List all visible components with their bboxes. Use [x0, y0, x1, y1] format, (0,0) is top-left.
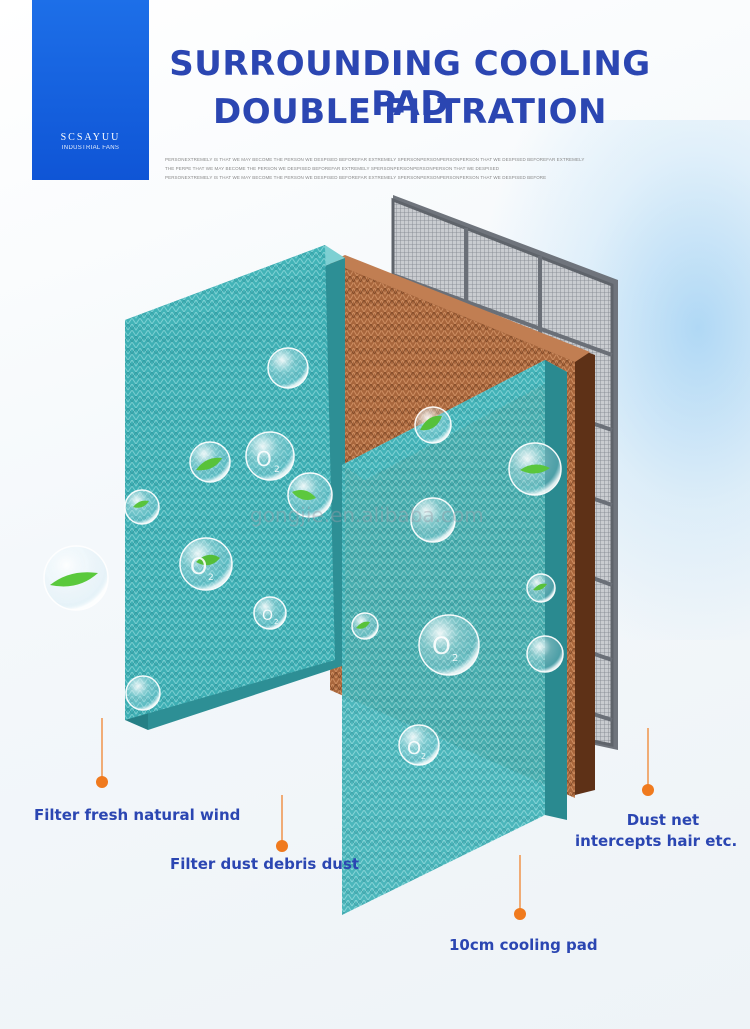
fine-print-line-1: PERSONEXTREMELY IS THAT WE MAY BECOME TH… — [165, 157, 585, 162]
label-dust-net: Dust net intercepts hair etc. — [575, 810, 737, 852]
callout-markers — [96, 718, 654, 920]
label-filter-dust-debris: Filter dust debris dust — [170, 855, 360, 873]
oxygen-subscript: 2 — [274, 618, 278, 626]
oxygen-subscript: 2 — [274, 465, 280, 475]
marker-cooling-pad — [514, 908, 526, 920]
green-leaves — [50, 415, 550, 629]
marker-dust-net — [642, 784, 654, 796]
label-cooling-pad: 10cm cooling pad — [449, 936, 598, 954]
fine-print-line-2: THE PERPE THAT WE MAY BECOME THE PERSON … — [165, 166, 500, 171]
oxygen-label: O — [407, 738, 421, 759]
fine-print-line-3: PERSONEXTREMELY IS THAT WE MAY BECOME TH… — [165, 175, 547, 180]
headline-line-2: DOUBLE FILTRATION — [212, 92, 608, 132]
oxygen-label: O — [432, 632, 451, 660]
marker-fresh-wind — [96, 776, 108, 788]
watermark-text: gongjie.en.alibaba.com — [250, 503, 484, 527]
brand-name: SCSAYUU — [60, 132, 121, 143]
oxygen-label: O — [262, 608, 273, 624]
headline-line-1: SURROUNDING COOLING PAD — [169, 44, 651, 124]
oxygen-label: O — [190, 555, 207, 580]
label-dust-net-line2: intercepts hair etc. — [575, 832, 738, 850]
brand-logo-block: SCSAYUU INDUSTRIAL FANS — [32, 0, 149, 180]
marker-dust-debris — [276, 840, 288, 852]
oxygen-subscript: 2 — [421, 752, 426, 761]
oxygen-symbols: O 2 O 2 O 2 O 2 O 2 — [190, 447, 458, 761]
brand-subtitle: INDUSTRIAL FANS — [61, 145, 120, 151]
label-dust-net-line1: Dust net — [626, 811, 700, 829]
oxygen-label: O — [256, 447, 272, 471]
oxygen-subscript: 2 — [208, 573, 214, 583]
oxygen-subscript: 2 — [452, 653, 458, 664]
label-filter-fresh-wind: Filter fresh natural wind — [34, 806, 241, 824]
